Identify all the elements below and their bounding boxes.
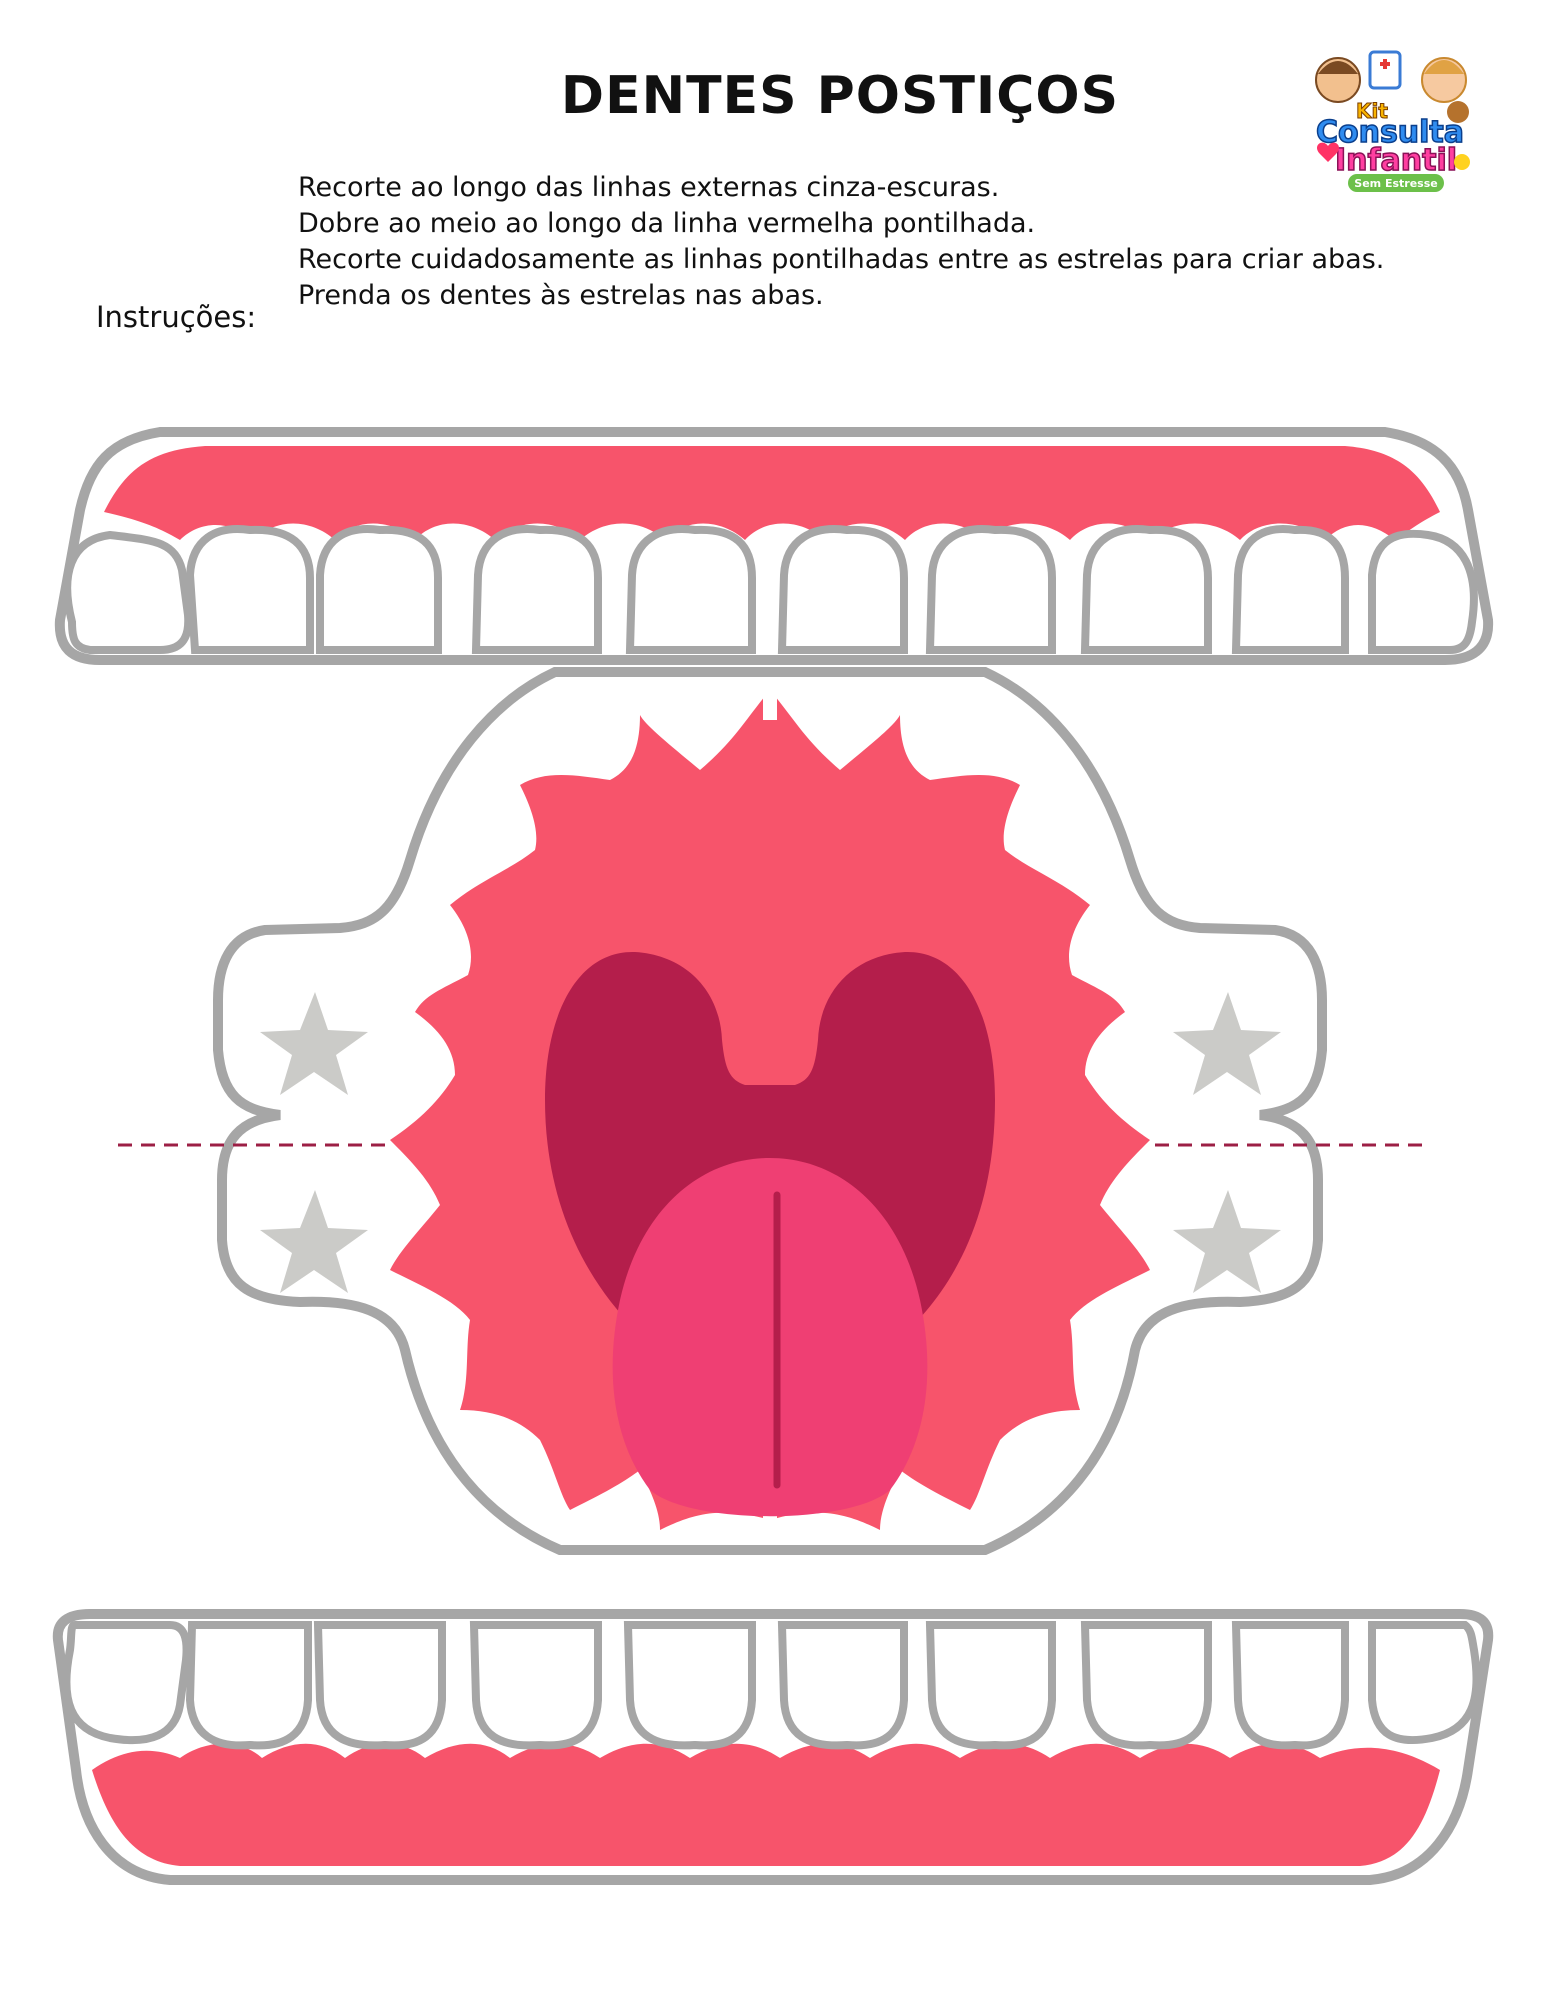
stars bbox=[260, 992, 1281, 1293]
star-icon bbox=[260, 992, 368, 1095]
tooth-icon bbox=[777, 525, 908, 654]
instructions-label: Instruções: bbox=[96, 300, 257, 334]
upper-teeth bbox=[63, 525, 1478, 654]
tooth-icon bbox=[1368, 1621, 1481, 1745]
tooth-icon bbox=[925, 525, 1056, 654]
star-icon bbox=[260, 1190, 368, 1293]
tooth-icon bbox=[1231, 525, 1349, 654]
lower-gum bbox=[92, 1743, 1440, 1866]
instruction-item: Prenda os dentes às estrelas nas abas. bbox=[298, 280, 824, 311]
tooth-icon bbox=[313, 1621, 446, 1750]
tooth-icon bbox=[623, 1621, 756, 1750]
star-icon bbox=[1173, 1190, 1281, 1293]
logo-kit: Kit bbox=[1356, 99, 1388, 123]
tooth-icon bbox=[316, 525, 442, 654]
logo-tagline: Sem Estresse bbox=[1354, 177, 1437, 190]
tooth-icon bbox=[1080, 1621, 1212, 1750]
tooth-icon bbox=[1080, 525, 1212, 654]
tooth-icon bbox=[469, 1621, 602, 1750]
tooth-icon bbox=[1368, 529, 1478, 654]
tooth-icon bbox=[471, 525, 602, 654]
logo-consulta: Consulta bbox=[1316, 115, 1464, 150]
heart-icon bbox=[1317, 142, 1339, 162]
instruction-item: Dobre ao meio ao longo da linha vermelha… bbox=[298, 208, 1036, 239]
mouth-piece bbox=[213, 667, 1327, 1555]
smiley-icon bbox=[1454, 154, 1470, 170]
tooth-icon bbox=[777, 1621, 908, 1750]
tooth-icon bbox=[185, 1621, 312, 1750]
star-icon bbox=[1173, 992, 1281, 1095]
page-title: DENTES POSTIÇOS bbox=[560, 66, 1120, 126]
tooth-icon bbox=[625, 525, 756, 654]
tooth-icon bbox=[62, 1621, 191, 1745]
tooth-icon bbox=[63, 530, 193, 654]
tooth-icon bbox=[1231, 1621, 1349, 1750]
tongue-icon bbox=[612, 1158, 928, 1517]
tooth-icon bbox=[185, 525, 314, 654]
instruction-item: Recorte ao longo das linhas externas cin… bbox=[298, 172, 1000, 203]
logo-infantil: Infantil bbox=[1335, 143, 1457, 178]
brand-logo: Kit Consulta Infantil Sem Estresse bbox=[1315, 50, 1470, 192]
lower-teeth bbox=[62, 1621, 1481, 1750]
instruction-item: Recorte cuidadosamente as linhas pontilh… bbox=[298, 244, 1385, 275]
instructions-list: Recorte ao longo das linhas externas cin… bbox=[298, 170, 1384, 314]
tooth-icon bbox=[925, 1621, 1056, 1750]
upper-gum bbox=[104, 446, 1440, 540]
